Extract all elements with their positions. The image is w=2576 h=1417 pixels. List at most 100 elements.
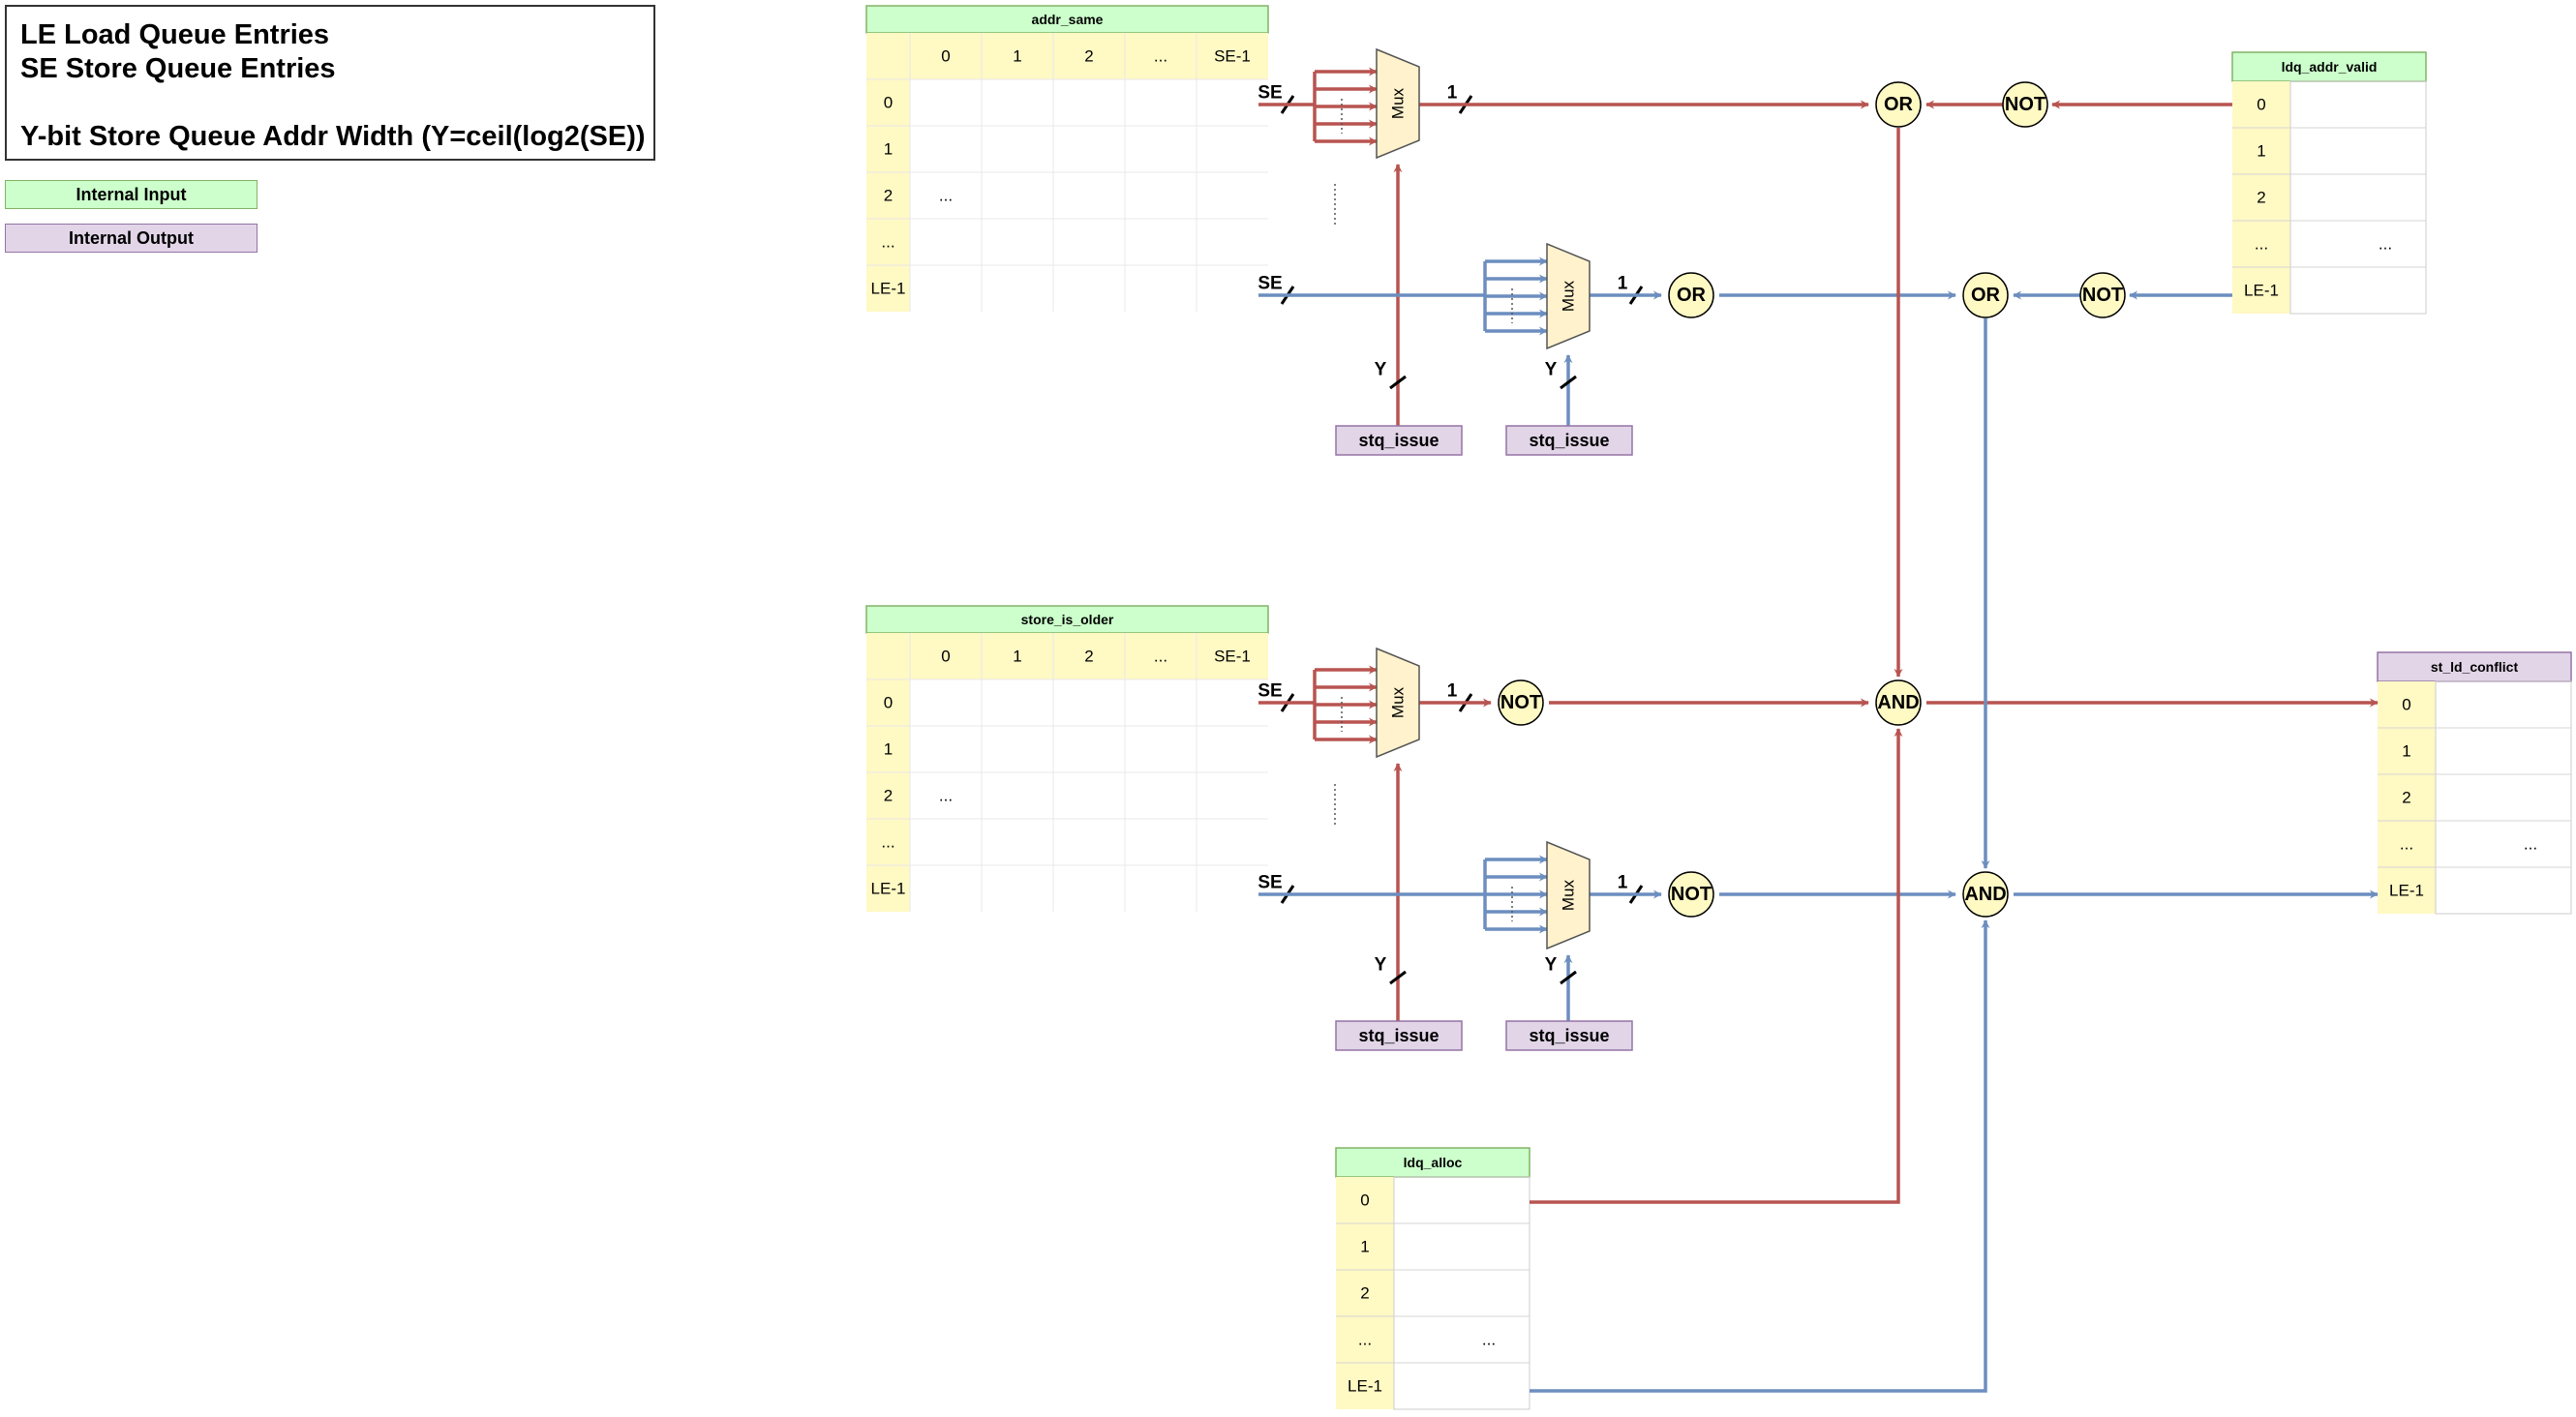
st_ld_conflict-row-label: LE-1 (2389, 882, 2424, 900)
ldq_addr_valid-value-column (2289, 80, 2427, 315)
addr_same-col-header: 0 (941, 47, 950, 66)
st_ld_conflict-row-label: 0 (2402, 696, 2410, 714)
store_is_older-header-row (866, 633, 1268, 679)
ldq_addr_valid-row-label: 0 (2257, 96, 2265, 114)
addr_same-col-header: 2 (1084, 47, 1093, 66)
top-or-rowLE-label: OR (1971, 285, 2001, 306)
bot-red-se-label: SE (1258, 681, 1282, 702)
ldq-alloc-0-to-and-row0 (1530, 728, 1903, 1204)
store_is_older-title-cell (865, 605, 1269, 634)
ldq_alloc-title: ldq_alloc (1404, 1155, 1463, 1170)
ldq_alloc-table: ldq_alloc 0 1 2... LE-1... (1335, 1147, 1530, 1410)
addr_same-col-header: SE-1 (1214, 47, 1251, 66)
store_is_older-col-header: 2 (1084, 648, 1093, 666)
ldq_addr_valid-title: ldq_addr_valid (2282, 59, 2378, 75)
st_ld_conflict-cell-ellipsis: ... (2524, 835, 2537, 854)
st_ld_conflict-value-column (2435, 680, 2572, 915)
ldq_alloc-index-column (1336, 1177, 1394, 1409)
top-not-row0-label: NOT (2005, 94, 2046, 115)
st_ld_conflict-title: st_ld_conflict (2431, 659, 2519, 675)
bot-blue-mux (1546, 840, 1591, 950)
ldq_addr_valid-table: ldq_addr_valid012...LE-1... (2231, 51, 2427, 315)
internal-output-key: Internal Output (5, 224, 258, 253)
top-red-stq-issue (1335, 425, 1463, 456)
addr_same-cell-ellipsis: ... (939, 187, 953, 205)
bot-blue-y-slash (1560, 970, 1577, 985)
top-blue-mux-label: Mux (1560, 280, 1578, 312)
addr_same-row-header: ... (881, 233, 894, 252)
ldq_addr_valid-row-label: ... (2255, 235, 2268, 254)
bot-blue-stq-issue (1505, 1020, 1633, 1051)
top-blue-y-label: Y (1545, 360, 1558, 380)
st_ld_conflict-index-column (2378, 681, 2436, 914)
top-or-row0-label: OR (1884, 94, 1914, 115)
addr_same-col-header: ... (1154, 47, 1167, 66)
top-red-se-label: SE (1258, 83, 1282, 104)
addr_same-row-header: LE-1 (871, 280, 906, 298)
top-blue-mux (1546, 242, 1591, 350)
legend-line-y: Y-bit Store Queue Addr Width (Y=ceil(log… (20, 121, 646, 152)
ldq_alloc-title-cell (1335, 1147, 1530, 1178)
st_ld_conflict-row-label: ... (2400, 835, 2413, 854)
bot-red-y-slash (1389, 970, 1407, 985)
top-blue-one-label: 1 (1618, 274, 1628, 294)
top-not-rowLE-label: NOT (2082, 285, 2123, 306)
top-red-y-label: Y (1375, 360, 1387, 380)
addr_same-title-cell (865, 5, 1269, 34)
top-red-mux-label: Mux (1389, 87, 1408, 119)
bot-blue-se-label: SE (1258, 873, 1282, 893)
bot-red-mux (1376, 647, 1420, 759)
store_is_older-row-header: LE-1 (871, 880, 906, 898)
top-or-rowLE (1962, 272, 2009, 318)
st_ld_conflict-row-label: 2 (2402, 789, 2410, 807)
ldq_addr_valid-index-column (2232, 81, 2290, 314)
and-row0-label: AND (1877, 692, 1919, 713)
ldq_alloc-row-label: 1 (1360, 1238, 1369, 1256)
store_is_older-col-header: SE-1 (1214, 648, 1251, 666)
addr_same-title: addr_same (1032, 12, 1104, 27)
bot-not-rowLE-label: NOT (1671, 884, 1712, 905)
top-red-one-label: 1 (1447, 83, 1458, 104)
bot-blue-mux-label: Mux (1560, 879, 1578, 911)
bot-red-stq-issue-label: stq_issue (1358, 1026, 1439, 1045)
ldq_alloc-row-label: 2 (1360, 1284, 1369, 1303)
addr_same-row-header: 2 (884, 187, 893, 205)
addr_same-row-header: 1 (884, 140, 893, 159)
store_is_older-title: store_is_older (1021, 612, 1114, 627)
and-row0 (1875, 679, 1922, 726)
ldq_addr_valid-title-cell (2231, 51, 2427, 82)
bot-not-rowLE (1668, 871, 1714, 918)
top-not-rowLE (2079, 272, 2126, 318)
legend-line-se: SE Store Queue Entries (20, 53, 336, 84)
top-or-row0 (1875, 81, 1922, 128)
addr_same-header-row (866, 33, 1268, 79)
store_is_older-row-header: 1 (884, 740, 893, 759)
store_is_older-row-header: 0 (884, 694, 893, 712)
ldq_addr_valid-cell-ellipsis: ... (2379, 235, 2392, 254)
bot-red-y-label: Y (1375, 955, 1387, 976)
bot-blue-one-label: 1 (1618, 873, 1628, 893)
ldq_addr_valid-row-label: LE-1 (2244, 282, 2279, 300)
legend-line-le: LE Load Queue Entries (20, 19, 330, 50)
bot-blue-stq-issue-label: stq_issue (1529, 1026, 1609, 1045)
top-red-y-slash (1389, 375, 1407, 390)
store_is_older-row-header: 2 (884, 787, 893, 805)
internal-input-key: Internal Input (5, 180, 258, 209)
addr_same-row-header: 0 (884, 94, 893, 112)
legend-box: LE Load Queue Entries SE Store Queue Ent… (5, 5, 655, 161)
ldq_alloc-row-label: ... (1358, 1331, 1372, 1349)
ldq_addr_valid-row-label: 1 (2257, 142, 2265, 161)
ldq_alloc-row-label: 0 (1360, 1191, 1369, 1210)
bot-red-one-label: 1 (1447, 681, 1458, 702)
ldq_alloc-row-label: LE-1 (1348, 1377, 1382, 1396)
ldq_alloc-cell-ellipsis: ... (1482, 1331, 1496, 1349)
bot-not-row0 (1498, 679, 1544, 726)
top-red-mux (1376, 47, 1420, 160)
top-blue-stq-issue (1505, 425, 1633, 456)
store_is_older-index-column (866, 679, 910, 912)
top-blue-stq-issue-label: stq_issue (1529, 431, 1609, 450)
top-not-row0 (2002, 81, 2048, 128)
top-or-blue-mid-label: OR (1677, 285, 1707, 306)
